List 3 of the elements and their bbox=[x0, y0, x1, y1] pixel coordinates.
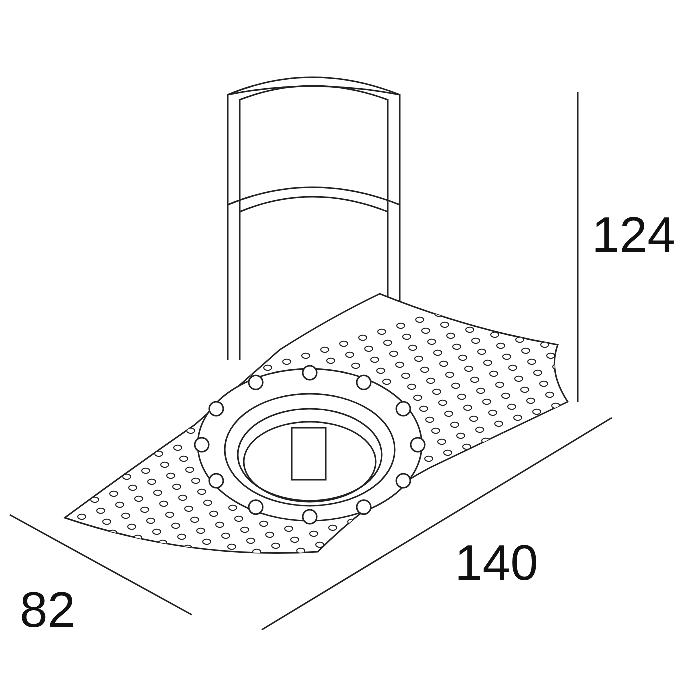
dimension-label: 124 bbox=[592, 210, 676, 260]
dimension-label: 140 bbox=[455, 538, 538, 588]
dimension-label: 82 bbox=[20, 585, 76, 635]
